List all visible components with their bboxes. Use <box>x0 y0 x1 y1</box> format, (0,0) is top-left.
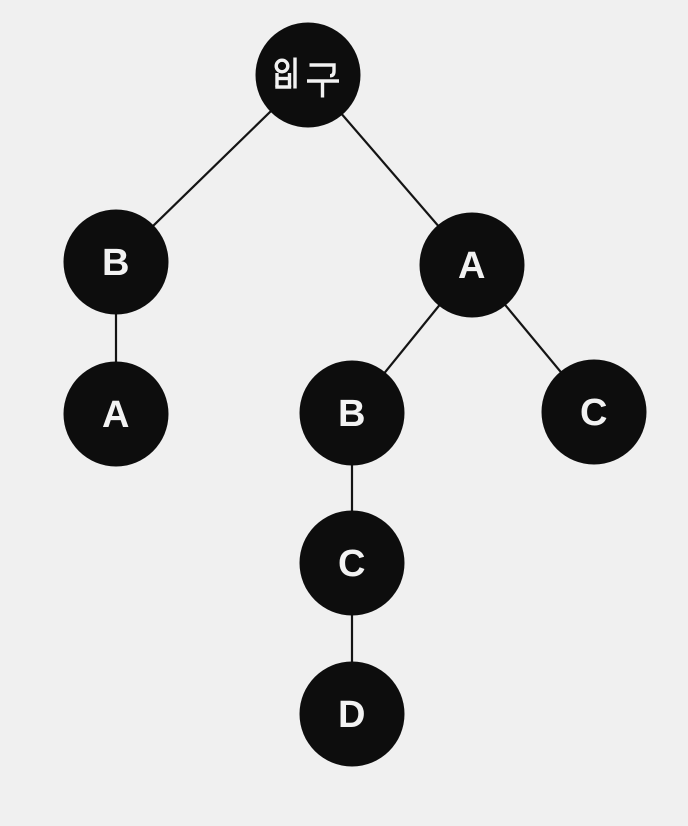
tree-node-circle <box>63 209 169 315</box>
tree-node-label: A <box>102 394 130 436</box>
nodes-layer: 입구 B A A B C C D <box>63 22 647 767</box>
tree-node-c-under-b: C <box>299 510 405 616</box>
tree-node-circle <box>255 22 361 128</box>
hangul-stroke <box>274 58 290 74</box>
tree-node-circle <box>541 359 647 465</box>
tree-node-label: B <box>102 242 130 284</box>
tree-node-b-under-a: B <box>299 360 405 466</box>
tree-node-entrance: 입구 <box>255 22 361 128</box>
tree-node-label: B <box>338 393 366 435</box>
tree-node-d-under-c: D <box>299 661 405 767</box>
tree-node-c-under-a: C <box>541 359 647 465</box>
hangul-stroke <box>309 63 336 78</box>
tree-node-circle <box>299 360 405 466</box>
tree-node-label: C <box>338 543 366 585</box>
tree-node-label: A <box>458 245 486 287</box>
tree-node-a-under-b: A <box>63 361 169 467</box>
entrance-label-glyph <box>274 57 339 98</box>
tree-node-circle <box>419 212 525 318</box>
tree-node-circle <box>299 661 405 767</box>
tree-node-circle <box>63 361 169 467</box>
tree-node-b-left: B <box>63 209 169 315</box>
tree-node-label: D <box>338 694 366 736</box>
tree-node-circle <box>299 510 405 616</box>
tree-node-a-right: A <box>419 212 525 318</box>
tree-node-label: C <box>580 392 608 434</box>
